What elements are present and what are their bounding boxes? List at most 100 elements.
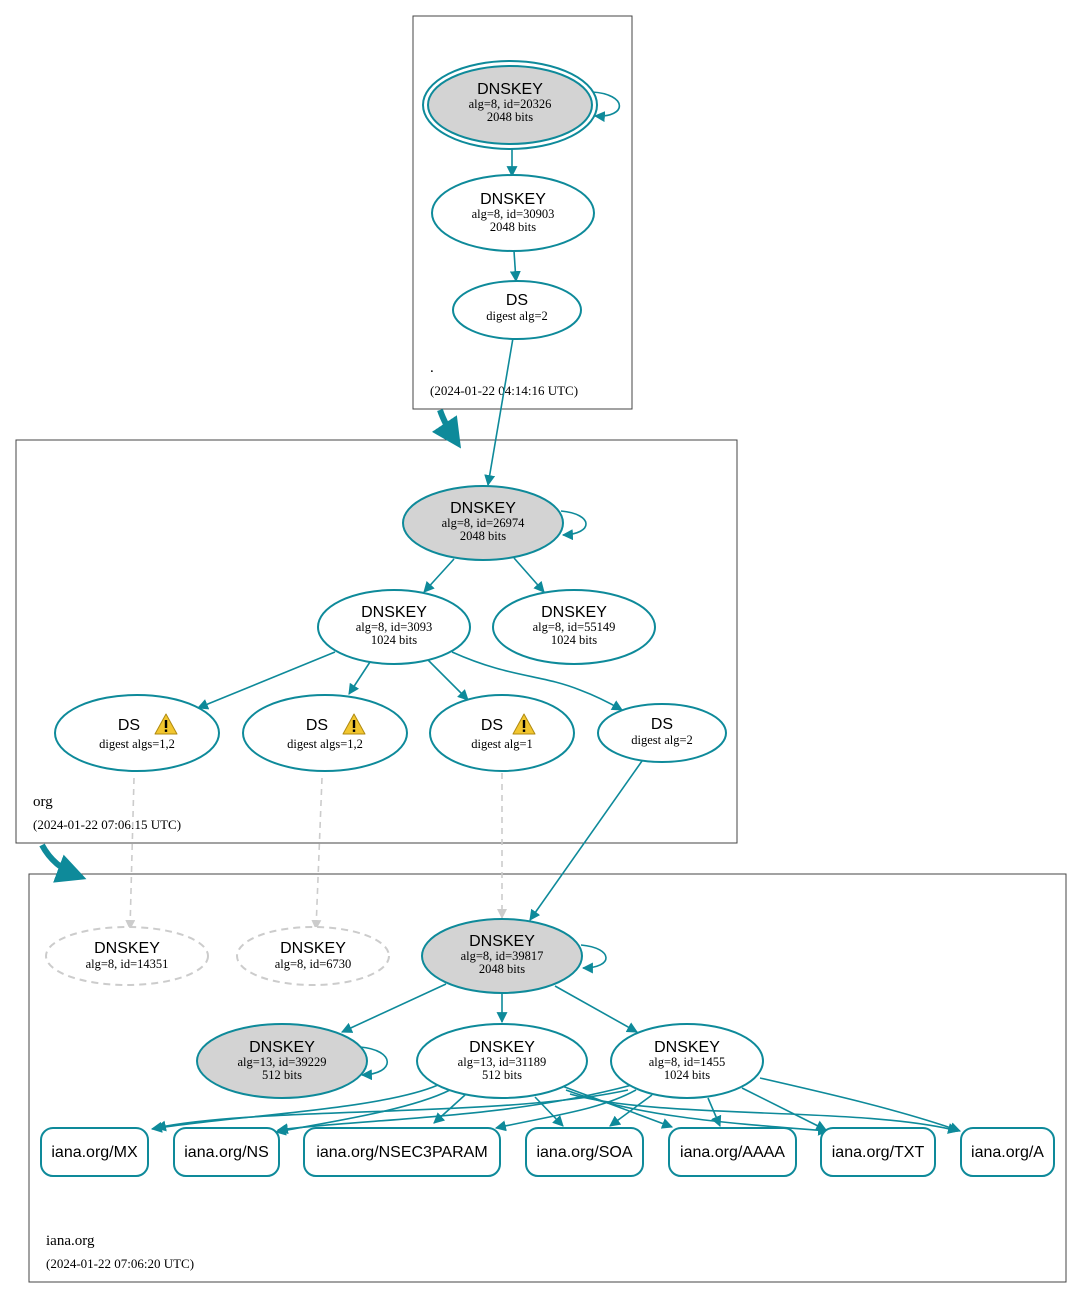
node-root-ksk[interactable]: DNSKEY alg=8, id=20326 2048 bits [422,60,598,150]
edge-org-ksk-self [560,510,587,541]
org-zsk2-line2: 1024 bits [551,633,597,647]
rrset-mx[interactable]: iana.org/MX [40,1127,149,1177]
org-ds4-shape [597,703,727,763]
delegation-org-to-iana [39,843,87,883]
zone-iana: iana.org (2024-01-22 07:06:20 UTC) [28,873,1067,1283]
org-ds4-title: DS [651,716,673,733]
edge-org-zsk1-to-ds3 [427,659,469,701]
warning-icon [342,713,366,735]
node-org-ds3[interactable]: DS digest alg=1 [429,694,575,772]
edge-org-ds1-to-missing1 [125,777,136,930]
iana-missing2-shape [236,926,390,986]
iana-zsk13b-line2: 512 bits [482,1068,522,1082]
iana-zsk13a-shape [196,1023,368,1099]
rrset-aaaa-box [668,1127,797,1177]
edge-iana-ksk-to-zsk13a [341,983,447,1033]
org-ds2-shape [242,694,408,772]
zone-org: org (2024-01-22 07:06:15 UTC) [15,439,738,844]
rrset-a-box [960,1127,1055,1177]
org-zsk1-shape [317,589,471,665]
root-zsk-line2: 2048 bits [490,220,536,234]
zone-root-box [412,15,633,410]
node-root-ds[interactable]: DS digest alg=2 [452,280,582,340]
rrset-txt-box [820,1127,936,1177]
rrset-txt[interactable]: iana.org/TXT [820,1127,936,1177]
node-root-zsk[interactable]: DNSKEY alg=8, id=30903 2048 bits [431,174,595,252]
org-ds1-shape [54,694,220,772]
edge-iana-zsk13a-self [359,1046,389,1081]
edge-zsk13b-to-mx [150,1084,439,1133]
edge-iana-ksk-to-zsk8 [554,985,638,1033]
edge-zsk8-to-nsec3param [494,1089,637,1132]
zone-org-box [15,439,738,844]
rrset-ns-label: iana.org/NS [184,1144,269,1161]
edge-org-ds4-to-iana-ksk [529,760,643,921]
node-org-ds4[interactable]: DS digest alg=2 [597,703,727,763]
iana-zsk8-line1: alg=8, id=1455 [649,1055,726,1069]
org-ds3-shape [429,694,575,772]
iana-zsk8-line2: 1024 bits [664,1068,710,1082]
root-zsk-shape [431,174,595,252]
org-ds2-title: DS [306,717,328,734]
iana-ksk-line1: alg=8, id=39817 [461,949,544,963]
org-zsk2-shape [492,589,656,665]
zone-root-name: . [430,360,434,376]
rrset-nsec3param-label: iana.org/NSEC3PARAM [316,1144,487,1161]
node-org-ksk[interactable]: DNSKEY alg=8, id=26974 2048 bits [402,485,564,561]
org-ds2-line1: digest algs=1,2 [287,737,363,751]
node-org-zsk-55149[interactable]: DNSKEY alg=8, id=55149 1024 bits [492,589,656,665]
rrset-soa-box [525,1127,644,1177]
rrset-mx-box [40,1127,149,1177]
edge-zsk8-to-txt [741,1087,827,1131]
org-ksk-line2: 2048 bits [460,529,506,543]
root-ds-line1: digest alg=2 [486,309,548,323]
iana-missing2-line1: alg=8, id=6730 [275,957,352,971]
node-org-ds2[interactable]: DS digest algs=1,2 [242,694,408,772]
iana-ksk-line2: 2048 bits [479,962,525,976]
iana-ksk-title: DNSKEY [469,933,535,950]
rrset-a-label: iana.org/A [971,1144,1044,1161]
edge-iana-ksk-self [580,944,607,974]
root-zsk-title: DNSKEY [480,191,546,208]
node-org-zsk-3093[interactable]: DNSKEY alg=8, id=3093 1024 bits [317,589,471,665]
org-ds4-line1: digest alg=2 [631,733,693,747]
zone-iana-timestamp: (2024-01-22 07:06:20 UTC) [46,1256,194,1271]
root-ds-title: DS [506,292,528,309]
edge-zsk13b-to-a [569,1093,960,1134]
iana-zsk13a-title: DNSKEY [249,1039,315,1056]
root-ksk-shape [427,65,593,145]
edge-org-zsk1-to-ds1 [196,651,336,710]
rrset-ns[interactable]: iana.org/NS [173,1127,280,1177]
rrset-nsec3param[interactable]: iana.org/NSEC3PARAM [303,1127,501,1177]
org-ksk-shape [402,485,564,561]
rrset-a[interactable]: iana.org/A [960,1127,1055,1177]
edge-zsk8-to-aaaa [707,1097,722,1128]
iana-missing1-title: DNSKEY [94,940,160,957]
node-org-ds1[interactable]: DS digest algs=1,2 [54,694,220,772]
org-ksk-title: DNSKEY [450,500,516,517]
root-ksk-line2: 2048 bits [487,110,533,124]
iana-ksk-shape [421,918,583,994]
iana-zsk13a-line2: 512 bits [262,1068,302,1082]
node-iana-zsk-39229[interactable]: DNSKEY alg=13, id=39229 512 bits [196,1023,368,1099]
edge-org-ksk-to-zsk2 [513,557,545,593]
node-iana-missing-6730[interactable]: DNSKEY alg=8, id=6730 [236,926,390,986]
zone-iana-box [28,873,1067,1283]
node-iana-missing-14351[interactable]: DNSKEY alg=8, id=14351 [45,926,209,986]
node-iana-zsk-31189[interactable]: DNSKEY alg=13, id=31189 512 bits [416,1023,588,1099]
zone-org-timestamp: (2024-01-22 07:06:15 UTC) [33,817,181,832]
org-zsk1-title: DNSKEY [361,604,427,621]
iana-missing1-line1: alg=8, id=14351 [86,957,169,971]
rrset-aaaa[interactable]: iana.org/AAAA [668,1127,797,1177]
org-ksk-line1: alg=8, id=26974 [442,516,526,530]
node-iana-zsk-1455[interactable]: DNSKEY alg=8, id=1455 1024 bits [610,1023,764,1099]
iana-zsk13a-line1: alg=13, id=39229 [237,1055,326,1069]
root-ds-shape [452,280,582,340]
org-zsk2-title: DNSKEY [541,604,607,621]
rrset-ns-box [173,1127,280,1177]
rrset-soa[interactable]: iana.org/SOA [525,1127,644,1177]
rrset-nsec3param-box [303,1127,501,1177]
zone-org-name: org [33,794,53,810]
node-iana-ksk[interactable]: DNSKEY alg=8, id=39817 2048 bits [421,918,583,994]
iana-missing2-title: DNSKEY [280,940,346,957]
